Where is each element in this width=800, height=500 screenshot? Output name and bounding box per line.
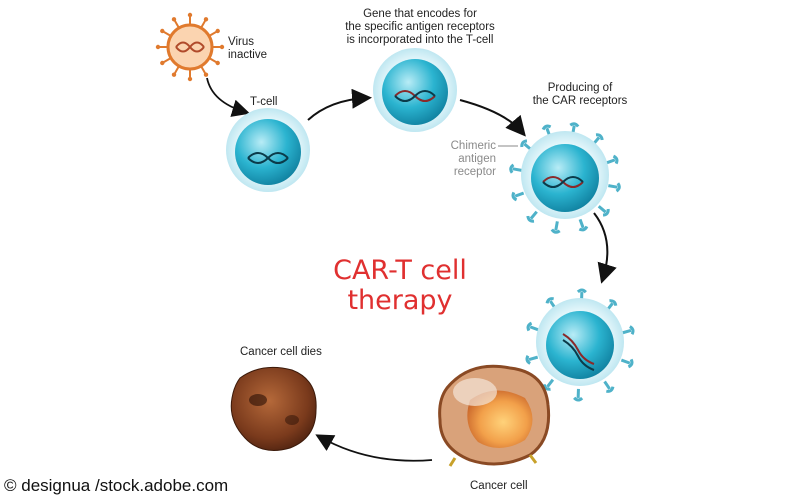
chimeric-label: Chimeric antigen receptor xyxy=(440,140,496,179)
chimeric-label-line3: receptor xyxy=(453,166,496,178)
arrow-cancer-to-dead xyxy=(315,434,433,462)
gene-label: Gene that encodes for the specific antig… xyxy=(335,8,505,47)
cancer-cell xyxy=(438,364,551,467)
producing-label-line2: the CAR receptors xyxy=(532,95,628,107)
chimeric-label-line1: Chimeric xyxy=(450,140,496,152)
gene-label-line1: Gene that encodes for xyxy=(363,8,477,20)
producing-label: Producing of the CAR receptors xyxy=(520,82,640,108)
cancer-cell-label: Cancer cell xyxy=(470,480,528,492)
car-t-cell-attacking xyxy=(525,288,635,402)
virus-label: Virus inactive xyxy=(228,36,267,62)
arrow-gene-cell-to-car-cell xyxy=(459,99,526,137)
virus-label-line1: Virus xyxy=(228,36,254,48)
producing-label-line1: Producing of xyxy=(547,82,613,94)
gene-label-line2: the specific antigen receptors xyxy=(345,21,495,33)
title-line-1: CAR-T cell xyxy=(333,255,467,286)
dead-cancer-cell xyxy=(230,366,317,451)
gene-incorporated-cell xyxy=(373,48,457,132)
car-t-cell xyxy=(509,122,621,234)
arrow-tcell-to-gene-cell xyxy=(307,88,372,121)
credit-text: © designua /stock.adobe.com xyxy=(4,476,229,495)
title-line-2: therapy xyxy=(347,285,453,316)
virus-label-line2: inactive xyxy=(228,49,267,61)
arrow-car-cell-down xyxy=(593,212,617,284)
gene-label-line3: is incorporated into the T-cell xyxy=(346,34,494,46)
tcell-label: T-cell xyxy=(250,96,278,108)
chimeric-label-line2: antigen xyxy=(458,153,496,165)
cancer-dies-label: Cancer cell dies xyxy=(240,346,322,358)
arrow-virus-to-tcell xyxy=(206,77,251,117)
virus-icon xyxy=(155,12,225,82)
t-cell xyxy=(226,108,310,192)
